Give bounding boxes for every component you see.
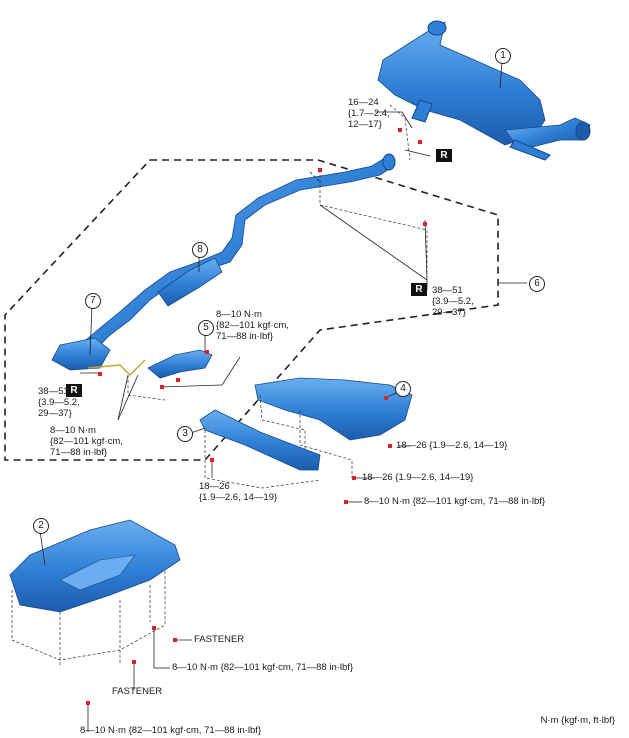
dashed-guides [11, 104, 428, 665]
torque-cover-a: 18—26 {1.9—2.6, 14—19} [396, 440, 508, 451]
torque-center-flange: 38—51 {3.9—5.2, 29—37} [432, 285, 474, 318]
torque-muffler-flange: 16—24 {1.7—2.4, 12—17} [348, 97, 390, 130]
fastener-label-2: FASTENER [112, 686, 163, 697]
under-cover-side [199, 409, 321, 471]
part-6-callout: 6 [529, 276, 545, 292]
replace-mark-rear: R [436, 149, 452, 162]
leader-lines [39, 61, 527, 732]
torque-under-b: 8—10 N·m {82—101 kgf·cm, 71—88 in·lbf} [80, 725, 262, 736]
front-pipe [51, 153, 396, 371]
part-8-callout: 8 [192, 242, 208, 258]
pipe-bracket [147, 349, 213, 379]
torque-bracket: 8—10 N·m {82—101 kgf·cm, 71—88 in·lbf} [216, 309, 289, 342]
rear-muffler [377, 20, 591, 161]
part-3-callout: 3 [177, 426, 193, 442]
torque-front-bracket: 8—10 N·m {82—101 kgf·cm, 71—88 in·lbf} [50, 425, 123, 458]
fastener-label-1: FASTENER [194, 634, 245, 645]
torque-cover-b: 18—26 {1.9—2.6, 14—19} [362, 472, 474, 483]
part-7-callout: 7 [85, 293, 101, 309]
torque-under-a: 8—10 N·m {82—101 kgf·cm, 71—88 in·lbf} [172, 662, 354, 673]
wire [87, 359, 146, 376]
replace-mark-front: R [66, 384, 82, 397]
torque-cover-d: 8—10 N·m {82—101 kgf·cm, 71—88 in·lbf} [364, 496, 546, 507]
torque-front-flange: 38—51 {3.9—5.2, 29—37} [38, 386, 80, 419]
fastener-markers [86, 128, 427, 705]
part-5-callout: 5 [198, 320, 214, 336]
part-4-callout: 4 [395, 381, 411, 397]
under-cover-rear [254, 377, 413, 441]
unit-note: N·m {kgf·m, ft·lbf} [540, 715, 615, 726]
part-2-callout: 2 [33, 518, 49, 534]
replace-mark-center: R [411, 283, 427, 296]
assembly-boundary [4, 159, 499, 461]
torque-cover-c: 18—26 {1.9—2.6, 14—19} [199, 481, 278, 503]
part-1-callout: 1 [495, 48, 511, 64]
